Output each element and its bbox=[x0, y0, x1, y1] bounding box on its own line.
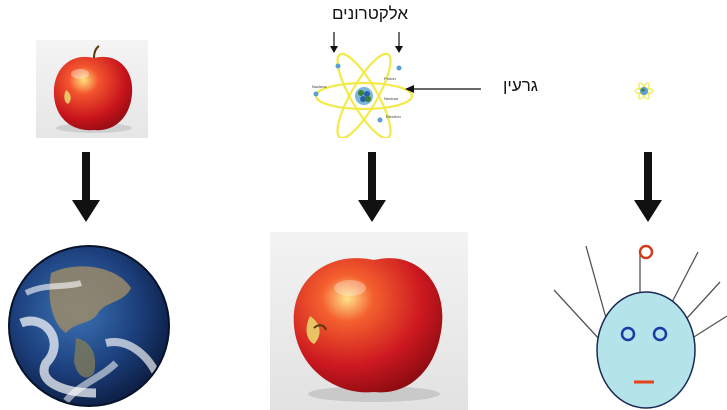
electron-pointer-arrow-left bbox=[328, 32, 340, 54]
antenna-ring bbox=[638, 244, 654, 260]
nucleus-label: גרעין bbox=[503, 76, 538, 95]
atom-electron-caption: Electron bbox=[386, 114, 401, 119]
right-eye bbox=[652, 326, 668, 342]
earth-image bbox=[6, 243, 172, 409]
left-eye bbox=[620, 326, 636, 342]
electrons-label: אלקטרונים bbox=[331, 4, 409, 23]
large-apple-image bbox=[270, 232, 468, 410]
atom-neutron-caption: Neutron bbox=[384, 96, 398, 101]
face-icon bbox=[548, 232, 727, 410]
down-arrow-icon bbox=[628, 152, 668, 224]
small-apple-image bbox=[36, 40, 148, 138]
tiny-atom-icon bbox=[633, 80, 655, 102]
atom-icon: Nucleus Proton Neutron Electron bbox=[304, 52, 422, 138]
atom-nucleus-caption: Nucleus bbox=[312, 84, 326, 89]
atom-proton-caption: Proton bbox=[384, 76, 396, 81]
down-arrow-icon bbox=[66, 152, 106, 224]
nucleus-pointer-arrow bbox=[405, 82, 481, 96]
electron-pointer-arrow-right bbox=[393, 32, 405, 54]
down-arrow-icon bbox=[352, 152, 392, 224]
